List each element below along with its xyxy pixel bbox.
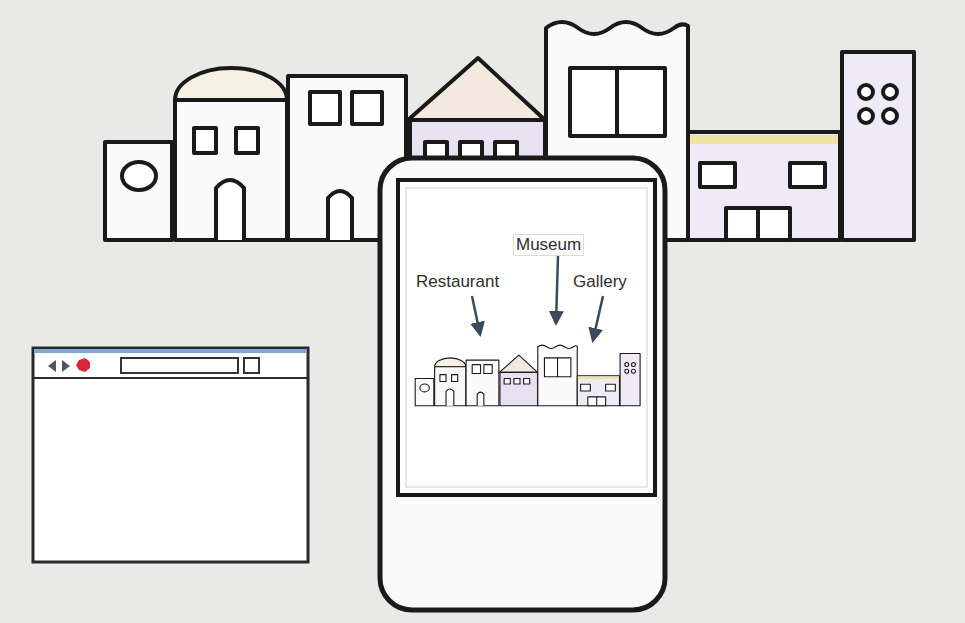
callout-label: Gallery xyxy=(571,272,629,292)
leader-arrow xyxy=(593,296,603,340)
callout-label: Museum xyxy=(513,234,584,256)
leader-arrow xyxy=(556,256,558,323)
mini-skyline xyxy=(415,345,640,406)
browser-window xyxy=(33,348,308,562)
callout-label: Restaurant xyxy=(414,272,501,292)
phone xyxy=(380,158,665,610)
leader-arrow xyxy=(472,296,480,334)
leader-arrows xyxy=(472,256,603,340)
